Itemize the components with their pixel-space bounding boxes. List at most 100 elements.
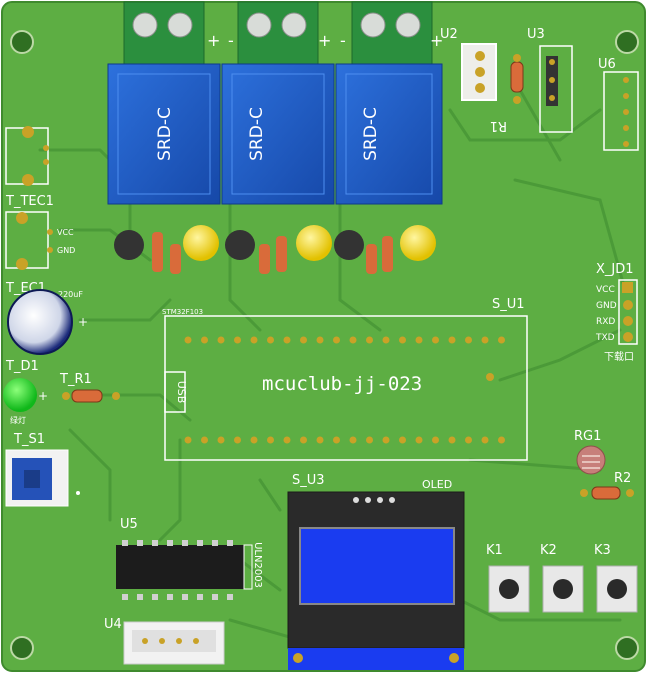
mcu-pin (234, 436, 241, 444)
u6-label: U6 (598, 57, 616, 72)
u2-label: U2 (440, 27, 458, 42)
mcu-pin (432, 436, 439, 444)
s-u3-oled: S_U3 OLED (287, 473, 465, 670)
mcu-pin (217, 436, 225, 444)
capacitor-icon (7, 289, 73, 355)
mcu-pin (234, 336, 241, 344)
mcu-pin (184, 336, 192, 344)
svg-text:+: + (38, 389, 48, 403)
mcu-pin (267, 336, 274, 344)
green-led-icon (3, 378, 37, 412)
mcu-pin (250, 336, 258, 344)
ic-pin (227, 540, 233, 546)
pushbutton-icon[interactable] (596, 565, 638, 613)
mcu-pin (316, 336, 324, 344)
t-ec1: T_EC1 220uF + (5, 281, 88, 355)
relay-label: SRD-C (247, 107, 267, 161)
s-u1-label: S_U1 (492, 297, 525, 312)
relay-label: SRD-C (361, 107, 381, 161)
mcu-pin (382, 336, 390, 344)
rg1-photoresistor: RG1 (574, 429, 606, 475)
mcu-pin (283, 336, 291, 344)
mcu-pin (250, 436, 258, 444)
ic-pin (152, 594, 158, 600)
mcu-pin (465, 336, 472, 344)
terminal-3 (351, 1, 433, 65)
mcu-pin (481, 336, 489, 344)
mcu-pin (283, 436, 291, 444)
t-tec1: T_TEC1 VCC GND (5, 194, 75, 270)
relay-3: SRD-C (335, 63, 443, 205)
yellow-led-icon (296, 225, 332, 261)
mcu-pin (349, 336, 357, 344)
ic-pin (167, 594, 173, 600)
x-jd1-label: X_JD1 (596, 262, 634, 277)
screw-terminals: + - + - + (123, 1, 443, 65)
mcu-pin (481, 436, 489, 444)
tec1-gnd: GND (57, 246, 75, 255)
ic-pin (122, 594, 128, 600)
terminal-polarity: - (228, 31, 234, 50)
mcu-pin (201, 336, 208, 344)
terminal-1 (123, 1, 205, 65)
stm-header-label: STM32F103 (162, 308, 203, 316)
ic-pin (197, 594, 203, 600)
u4-connector: U4 (104, 617, 225, 665)
terminal-polarity: + (207, 31, 220, 50)
ic-pin (182, 594, 188, 600)
mounting-hole-icon (615, 636, 639, 660)
terminal-polarity: + (318, 31, 331, 50)
mcu-pin (333, 436, 340, 444)
tec1-vcc: VCC (57, 228, 74, 237)
ic-pin (212, 540, 218, 546)
mounting-hole-icon (10, 30, 34, 54)
t-r1: T_R1 (59, 372, 120, 403)
relays: SRD-C SRD-C SRD-C (107, 63, 443, 205)
mcu-pin (217, 336, 225, 344)
ic-pin (167, 540, 173, 546)
green-led-label: 绿灯 (10, 415, 26, 425)
u2-header: U2 (440, 27, 497, 101)
k1-label: K1 (486, 543, 503, 558)
t-d1-label: T_D1 (5, 359, 39, 374)
t-tec1-label: T_TEC1 (5, 194, 54, 209)
yellow-led-icon (183, 225, 219, 261)
usb-label: USB (175, 381, 188, 404)
u5-part-label: ULN2003 (252, 542, 263, 588)
ic-pin (137, 594, 143, 600)
terminal-2 (237, 1, 319, 65)
r2-resistor: R2 (580, 471, 634, 500)
relay-label: SRD-C (155, 107, 175, 161)
s-u3-label: S_U3 (292, 473, 325, 488)
u5-ic: U5 ULN2003 (116, 517, 263, 600)
mcu-pin (366, 336, 373, 344)
mcu-pin (300, 336, 307, 344)
u5-pins (122, 540, 233, 600)
u3-header: U3 (527, 27, 573, 133)
relay-1: SRD-C (107, 63, 221, 205)
ic-pin (197, 540, 203, 546)
ic-pin (227, 594, 233, 600)
mcu-pin (316, 436, 324, 444)
mcu-pin (448, 436, 456, 444)
relay-2: SRD-C (221, 63, 335, 205)
x-jd1-txd: TXD (595, 333, 615, 343)
x-jd1-gnd: GND (596, 301, 617, 311)
k3-label: K3 (594, 543, 611, 558)
mcu-pin (267, 436, 274, 444)
t-s1-label: T_S1 (13, 432, 45, 447)
terminal-polarity: - (340, 31, 346, 50)
mcu-pin (184, 436, 192, 444)
r2-label: R2 (614, 471, 631, 486)
buttons: K1 K2 K3 (486, 543, 638, 613)
x-jd1-header: X_JD1 VCC GND RXD TXD 下载口 (595, 262, 638, 363)
x-jd1-vcc: VCC (596, 285, 615, 295)
pushbutton-icon[interactable] (542, 565, 584, 613)
mcu-pins (184, 336, 505, 444)
t-r1-label: T_R1 (59, 372, 92, 387)
mcu-pin (448, 336, 456, 344)
pushbutton-icon[interactable] (488, 565, 530, 613)
mcu-pin (415, 436, 423, 444)
mcu-pin (300, 436, 307, 444)
board-title: mcuclub-jj-023 (262, 373, 422, 395)
